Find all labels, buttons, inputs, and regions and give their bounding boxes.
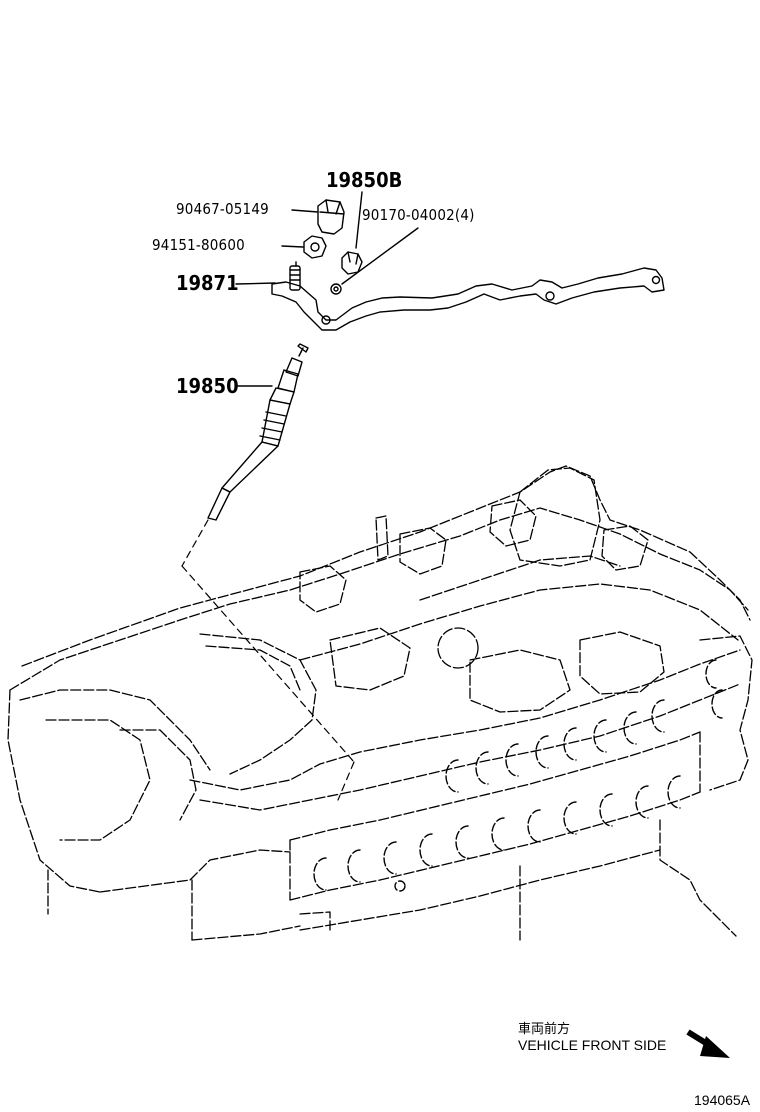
terminal-19871 <box>289 261 301 291</box>
vehicle-front-label-jp: 車両前方 <box>518 1022 571 1037</box>
vehicle-front-label-en: VEHICLE FRONT SIDE <box>518 1037 667 1053</box>
glow-plug-connector-plate <box>271 267 665 331</box>
leader-lines <box>235 191 419 387</box>
glow-plug-19850 <box>207 343 309 521</box>
part-label-19850B: 19850B <box>326 168 403 192</box>
nut-90467 <box>317 199 345 235</box>
part-label-90467: 90467-05149 <box>176 200 269 218</box>
port-openings <box>313 659 723 892</box>
part-label-19850: 19850 <box>176 374 239 398</box>
part-label-94151: 94151-80600 <box>152 236 245 254</box>
nut-90170 <box>341 251 363 275</box>
cylinder-head <box>7 465 753 941</box>
part-label-19871: 19871 <box>176 271 239 295</box>
part-label-90170: 90170-04002(4) <box>362 206 475 224</box>
arrow-down-right-icon <box>686 1029 730 1058</box>
assembly-lines <box>181 519 355 801</box>
washer-94151 <box>303 235 327 259</box>
illustration-code: 194065A <box>694 1092 751 1108</box>
